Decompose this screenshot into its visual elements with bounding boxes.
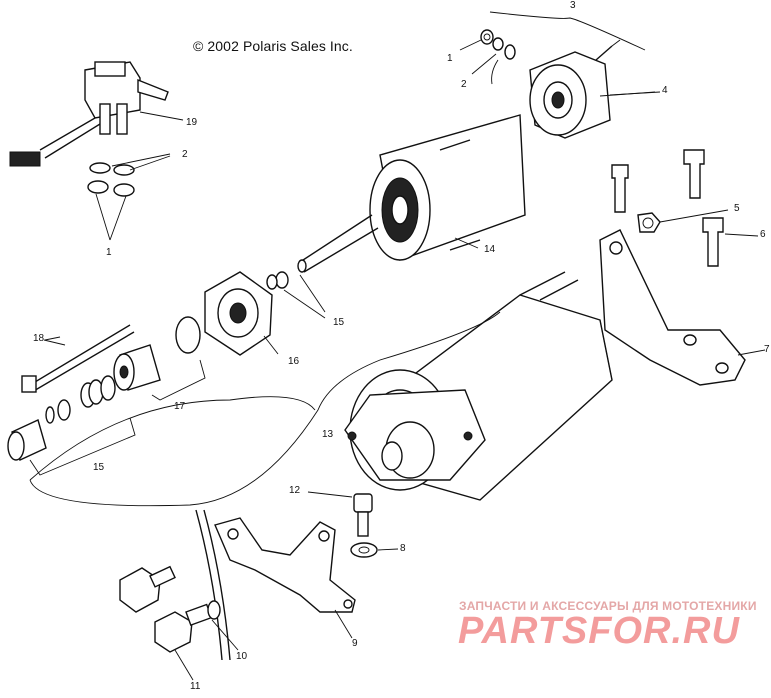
callout-3-bracket (489, 11, 646, 51)
end-cap (529, 39, 661, 139)
callout-13: 13 (322, 429, 334, 440)
callout-15-low: 15 (93, 462, 105, 473)
callout-2-top: 2 (461, 79, 467, 90)
callout-13-bracket (29, 311, 501, 507)
callout-16: 16 (288, 356, 300, 367)
callout-1-top: 1 (447, 53, 453, 64)
callout-14: 14 (484, 244, 496, 255)
callout-17: 17 (174, 401, 186, 412)
callout-13-bracket-upper (29, 396, 316, 481)
starter-motor (344, 271, 613, 501)
callout-8: 8 (400, 543, 406, 554)
callout-6: 6 (760, 229, 766, 240)
left-washer-group (87, 153, 171, 241)
watermark-logo: PARTSFOR.RU (458, 610, 740, 652)
callout-9: 9 (352, 638, 358, 649)
callout-1-left: 1 (106, 247, 112, 258)
callout-12: 12 (289, 485, 301, 496)
bracket-hardware (599, 149, 766, 386)
callout-3: 3 (570, 0, 576, 11)
lower-bracket-assembly (119, 509, 356, 681)
callout-4-top: 4 (662, 85, 668, 96)
drive-housing-plate (175, 271, 326, 356)
callout-18: 18 (33, 333, 45, 344)
leader-4 (599, 91, 656, 97)
callout-7: 7 (764, 344, 770, 355)
callout-2-left: 2 (182, 149, 188, 160)
callout-15-mid: 15 (333, 317, 345, 328)
copyright-notice: © 2002 Polaris Sales Inc. (193, 38, 353, 54)
armature (297, 114, 526, 273)
drive-small-parts (7, 324, 206, 476)
leader-18 (43, 339, 66, 346)
watermark-tagline: ЗАПЧАСТИ И АКСЕССУАРЫ ДЛЯ МОТОТЕХНИКИ (459, 599, 757, 613)
callout-19: 19 (186, 117, 198, 128)
callout-10: 10 (236, 651, 248, 662)
capscrew-and-washer (307, 491, 399, 558)
switch-assembly (9, 61, 184, 167)
top-nut-washer-group (459, 29, 516, 85)
callout-11: 11 (190, 681, 201, 692)
callout-5: 5 (734, 203, 740, 214)
